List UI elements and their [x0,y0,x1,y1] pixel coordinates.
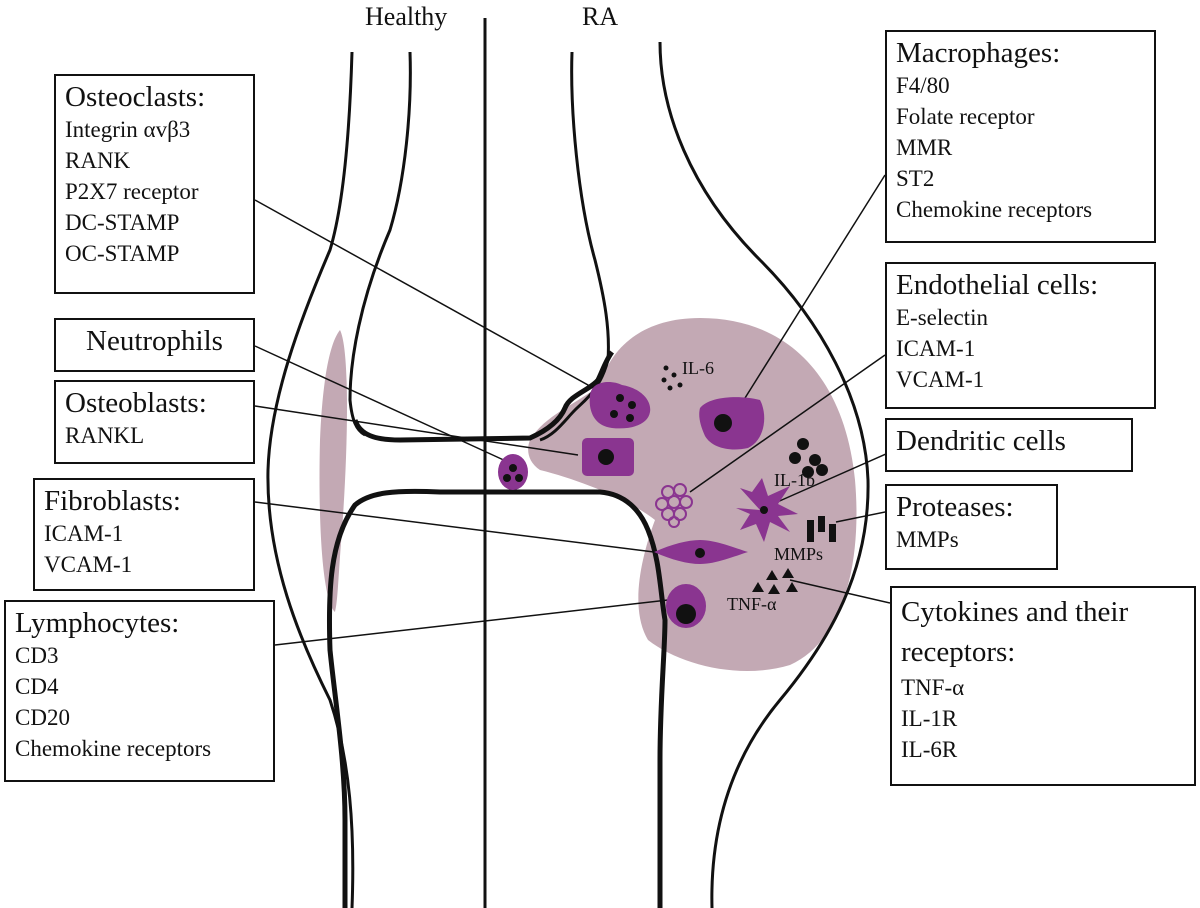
osteoclasts-item: RANK [65,148,131,173]
lymphocytes-item: CD3 [15,643,59,668]
il6-dots [661,365,683,391]
neutrophil-cell [498,454,528,490]
cytokines-item: IL-6R [901,737,958,762]
il1b-dots [789,438,828,478]
macrophages-box: Macrophages: F4/80 Folate receptor MMR S… [885,30,1156,243]
fibroblasts-item: VCAM-1 [44,552,133,577]
fibroblasts-box: Fibroblasts: ICAM-1 VCAM-1 [33,478,255,591]
mmps-bars [807,516,836,542]
dendritic-box: Dendritic cells [885,418,1133,472]
lymphocyte-cell [666,584,706,628]
mmps-label: MMPs [774,544,823,564]
leader-lines [254,174,896,646]
osteoclasts-item: Integrin αvβ3 [65,117,191,142]
cytokines-box: Cytokines and their receptors: TNF-α IL-… [890,586,1196,786]
lymphocytes-item: CD20 [15,705,70,730]
healthy-header: Healthy [365,2,448,31]
fibroblasts-title: Fibroblasts: [44,485,181,517]
tnf-triangles [752,568,798,594]
ra-header: RA [582,2,619,31]
fibroblast-cell [654,540,748,564]
lower-bone-end [326,488,668,908]
proteases-item: MMPs [896,527,959,552]
macrophages-item: Chemokine receptors [896,197,1093,222]
osteoclasts-title: Osteoclasts: [65,81,206,113]
upper-bone-end [352,350,615,443]
osteoblast-cell [582,438,634,476]
osteoclasts-item: P2X7 receptor [65,179,199,204]
osteoclasts-item: DC-STAMP [65,210,180,235]
macrophages-item: MMR [896,135,953,160]
il6-label: IL-6 [682,358,714,378]
endothelial-title: Endothelial cells: [896,269,1099,301]
macrophages-item: ST2 [896,166,935,191]
proteases-title: Proteases: [896,491,1014,523]
osteoblasts-item: RANKL [65,423,145,448]
tnf-label: TNF-α [727,594,777,614]
osteoblasts-box: Osteoblasts: RANKL [54,380,255,464]
osteoclasts-item: OC-STAMP [65,241,180,266]
macrophage-cell [699,397,765,450]
lymphocytes-item: CD4 [15,674,59,699]
macrophages-item: Folate receptor [896,104,1035,129]
endothelial-item: VCAM-1 [896,367,985,392]
osteoblasts-title: Osteoblasts: [65,387,207,419]
capsule-right-inner [539,51,610,442]
macrophages-item: F4/80 [896,73,950,98]
lymphocytes-title: Lymphocytes: [15,607,180,639]
capsule-right-outer [658,41,870,908]
capsule-left-inner [348,51,412,437]
lymphocytes-item: Chemokine receptors [15,736,212,761]
macrophages-title: Macrophages: [896,37,1061,69]
cytokines-item: IL-1R [901,706,958,731]
neutrophils-box: Neutrophils [54,318,255,372]
fibroblasts-item: ICAM-1 [44,521,124,546]
endothelial-cluster [655,483,693,528]
il1b-label: IL-1b [774,470,815,490]
lymphocytes-box: Lymphocytes: CD3 CD4 CD20 Chemokine rece… [4,600,275,782]
osteoclasts-box: Osteoclasts: Integrin αvβ3 RANK P2X7 rec… [54,74,255,294]
dendritic-title: Dendritic cells [896,425,1066,457]
dendritic-cell [736,478,798,542]
osteoclast-cell [589,382,651,429]
endothelial-item: ICAM-1 [896,336,976,361]
neutrophils-title: Neutrophils [86,325,223,357]
cytokines-item: TNF-α [901,675,965,700]
endothelial-box: Endothelial cells: E-selectin ICAM-1 VCA… [885,262,1156,409]
proteases-box: Proteases: MMPs [885,484,1058,570]
endothelial-item: E-selectin [896,305,988,330]
cytokines-title: Cytokines and their receptors: [901,596,1129,668]
